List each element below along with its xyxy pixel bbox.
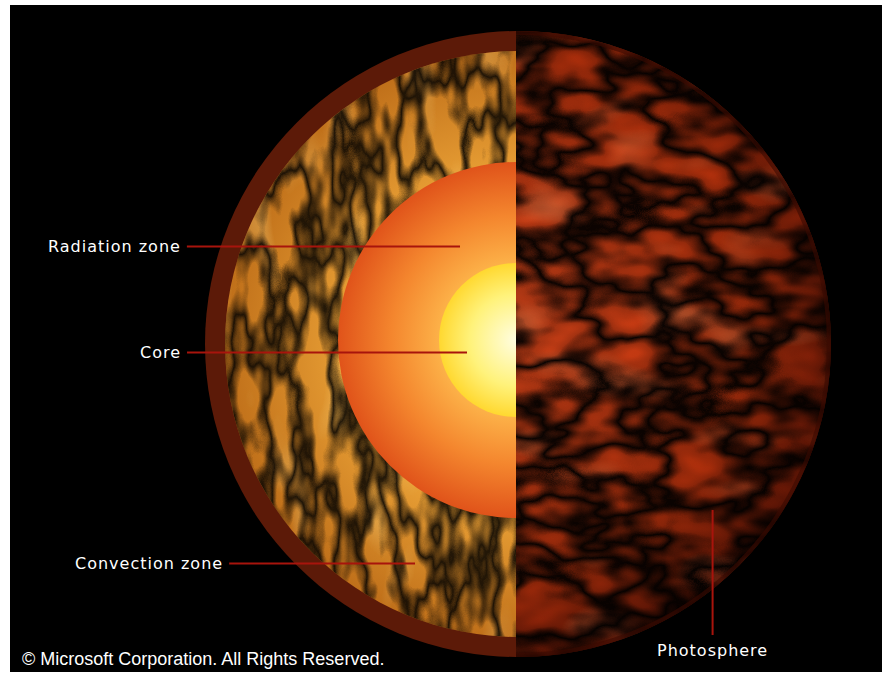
leader-line — [187, 246, 460, 248]
core-layer — [439, 263, 516, 417]
leader-line — [187, 352, 467, 354]
zone-label: Convection zone — [75, 554, 223, 573]
radiation-zone-layer — [338, 162, 516, 518]
convection-zone-layer — [225, 51, 516, 637]
black-ground — [10, 5, 882, 672]
zone-label: Radiation zone — [48, 237, 181, 256]
surface-label: Photosphere — [657, 641, 768, 660]
cutaway-half — [205, 31, 516, 657]
leader-line — [229, 563, 415, 565]
photosphere-surface — [516, 31, 831, 657]
copyright-notice: © Microsoft Corporation. All Rights Rese… — [22, 649, 384, 671]
zone-label: Core — [140, 343, 181, 362]
outer-rim — [205, 31, 516, 657]
leader-line — [712, 510, 714, 635]
